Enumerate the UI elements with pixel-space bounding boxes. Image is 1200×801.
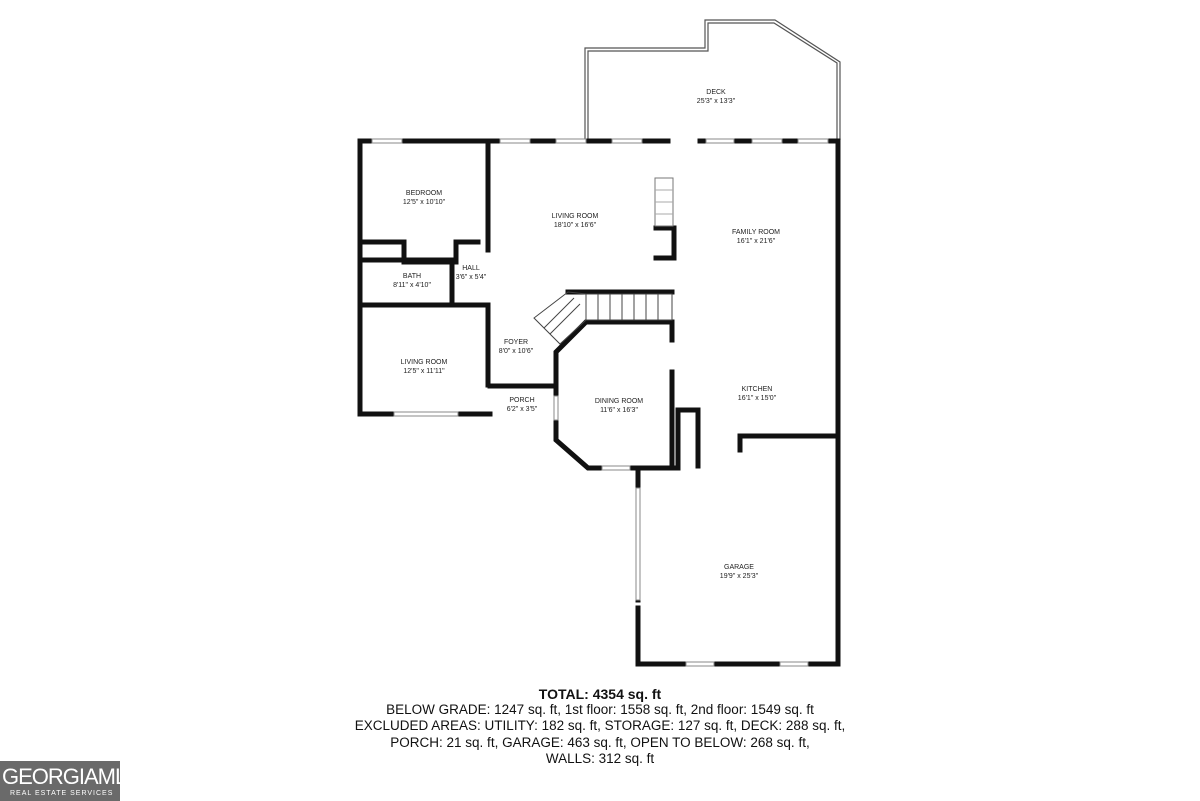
interior-walls [357, 138, 743, 453]
summary-line-1: BELOW GRADE: 1247 sq. ft, 1st floor: 155… [386, 702, 814, 718]
living-room-left-label: LIVING ROOM [401, 359, 448, 366]
dining-room-dimensions: 11'6" x 16'3" [600, 407, 638, 414]
logo-sub-text: REAL ESTATE SERVICES [10, 790, 114, 797]
logo-main-text: GEORGIAMLS [2, 764, 141, 789]
total-area: TOTAL: 4354 sq. ft [538, 686, 662, 702]
bedroom-dimensions: 12'5" x 10'10" [403, 199, 446, 206]
living-room-main-label: LIVING ROOM [552, 213, 599, 220]
bath-dimensions: 8'11" x 4'10" [393, 282, 431, 289]
bedroom-label: BEDROOM [406, 190, 442, 197]
kitchen-dimensions: 16'1" x 15'0" [738, 395, 777, 402]
summary-line-3: PORCH: 21 sq. ft, GARAGE: 463 sq. ft, OP… [390, 734, 810, 750]
family-room-label: FAMILY ROOM [732, 229, 780, 236]
summary-line-4: WALLS: 312 sq. ft [545, 750, 655, 766]
garage-dimensions: 19'9" x 25'3" [720, 573, 759, 580]
foyer-label: FOYER [504, 339, 528, 346]
bath-label: BATH [403, 273, 421, 280]
kitchen-label: KITCHEN [742, 386, 773, 393]
living-room-main-dimensions: 18'10" x 16'6" [554, 222, 597, 229]
hall-label: HALL [462, 265, 480, 272]
garage-label: GARAGE [724, 564, 754, 571]
porch-dimensions: 6'2" x 3'5" [507, 406, 538, 413]
porch-label: PORCH [509, 397, 534, 404]
hall-dimensions: 3'6" x 5'4" [456, 274, 487, 281]
living-room-left-dimensions: 12'5" x 11'11" [403, 368, 445, 375]
dining-room-label: DINING ROOM [595, 398, 643, 405]
foyer-dimensions: 8'0" x 10'6" [499, 348, 534, 355]
summary-line-2: EXCLUDED AREAS: UTILITY: 182 sq. ft, STO… [354, 718, 846, 734]
fireplace [654, 177, 674, 227]
georgia-mls-logo: GEORGIAMLS REAL ESTATE SERVICES [0, 761, 141, 801]
area-summary: TOTAL: 4354 sq. ft BELOW GRADE: 1247 sq.… [0, 686, 1200, 767]
windows [371, 138, 829, 667]
family-room-dimensions: 16'1" x 21'6" [737, 238, 776, 245]
deck-dimensions: 25'3" x 13'3" [697, 98, 736, 105]
staircase [533, 291, 673, 345]
deck-label: DECK [706, 89, 726, 96]
deck-outline [584, 19, 841, 140]
